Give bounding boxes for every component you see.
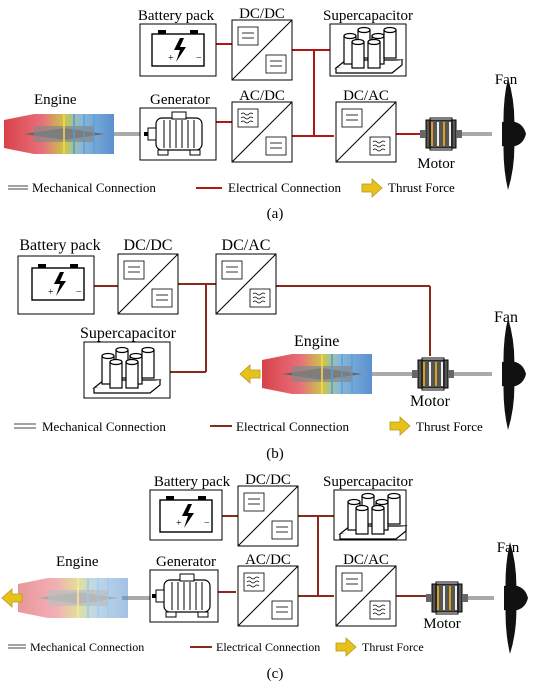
legend-electrical: Electrical Connection xyxy=(228,180,341,195)
acdc-converter xyxy=(231,101,293,163)
fan-label-b: Fan xyxy=(494,309,518,326)
legend-mechanical-c: Mechanical Connection xyxy=(30,640,144,654)
electrical-lines-a xyxy=(216,43,420,137)
engine-icon-c xyxy=(17,577,129,619)
dcac-converter-c xyxy=(335,565,397,627)
dcdc-label: DC/DC xyxy=(239,6,285,22)
motor-label-c: Motor xyxy=(423,616,461,632)
supercap-label: Supercapacitor xyxy=(323,8,413,24)
fan-icon xyxy=(502,78,526,190)
legend-c: Mechanical Connection Electrical Connect… xyxy=(8,637,424,657)
supercap-icon xyxy=(335,26,403,74)
fan-icon-c xyxy=(504,542,528,654)
dcac-converter xyxy=(335,101,397,163)
thrust-arrow-icon xyxy=(361,178,383,198)
legend-thrust-c: Thrust Force xyxy=(362,640,424,654)
thrust-arrow-b xyxy=(239,364,261,384)
legend-thrust: Thrust Force xyxy=(388,180,455,195)
dcac-converter-b xyxy=(215,253,277,315)
legend-mechanical-b: Mechanical Connection xyxy=(42,419,166,434)
fan-label: Fan xyxy=(495,72,518,88)
supercap-icon-c xyxy=(339,492,407,540)
legend-thrust-b: Thrust Force xyxy=(416,419,483,434)
motor-label: Motor xyxy=(417,156,455,172)
engine-label-b: Engine xyxy=(294,333,339,350)
motor-icon-b xyxy=(411,357,455,391)
battery-minus-c: − xyxy=(204,518,210,529)
battery-plus: + xyxy=(168,53,174,64)
thrust-arrow-icon-c xyxy=(335,637,357,657)
battery-label-b: Battery pack xyxy=(19,237,100,254)
legend-mechanical: Mechanical Connection xyxy=(32,180,156,195)
caption-b: (b) xyxy=(266,446,284,462)
dcdc-converter-b xyxy=(117,253,179,315)
acdc-label: AC/DC xyxy=(239,88,285,104)
fan-label-c: Fan xyxy=(497,540,520,556)
legend-electrical-c: Electrical Connection xyxy=(216,640,320,654)
supercap-label-c: Supercapacitor xyxy=(323,474,413,490)
engine-label-c: Engine xyxy=(56,554,99,570)
motor-label-b: Motor xyxy=(410,393,451,410)
dcac-label-b: DC/AC xyxy=(222,237,271,254)
engine-icon xyxy=(3,113,115,155)
caption-a: (a) xyxy=(267,206,284,222)
legend-a: Mechanical Connection Electrical Connect… xyxy=(8,178,455,198)
battery-plus-c: + xyxy=(176,518,182,529)
fan-icon-b xyxy=(502,318,526,430)
battery-plus-b: + xyxy=(48,287,54,298)
battery-minus-b: − xyxy=(76,287,82,298)
panel-a: Battery pack + − DC/DC Supercapacitor En… xyxy=(3,6,526,222)
motor-icon xyxy=(419,117,463,151)
dcac-label-c: DC/AC xyxy=(343,552,389,568)
battery-label: Battery pack xyxy=(138,8,215,24)
caption-c: (c) xyxy=(267,666,284,682)
acdc-label-c: AC/DC xyxy=(245,552,291,568)
dcdc-converter xyxy=(231,19,293,81)
battery-label-c: Battery pack xyxy=(154,474,231,490)
dcdc-converter-c xyxy=(237,485,299,547)
thrust-arrow-icon-b xyxy=(389,416,411,436)
engine-label: Engine xyxy=(34,92,77,108)
electrical-lines-b xyxy=(94,283,431,373)
dcdc-label-c: DC/DC xyxy=(245,472,291,488)
motor-icon-c xyxy=(425,581,469,615)
supercap-label-b: Supercapacitor xyxy=(80,325,177,342)
panel-b: Battery pack + − DC/DC DC/AC Supercapaci… xyxy=(14,237,526,462)
acdc-converter-c xyxy=(237,565,299,627)
generator-label-c: Generator xyxy=(156,554,216,570)
supercap-icon-b xyxy=(93,346,161,394)
battery-minus: − xyxy=(196,53,202,64)
dcdc-label-b: DC/DC xyxy=(124,237,173,254)
electrical-lines-c xyxy=(218,515,426,597)
panel-c: Battery pack + − DC/DC Supercapacitor En… xyxy=(1,472,528,682)
generator-label: Generator xyxy=(150,92,210,108)
legend-b: Mechanical Connection Electrical Connect… xyxy=(14,416,483,436)
dcac-label: DC/AC xyxy=(343,88,389,104)
legend-electrical-b: Electrical Connection xyxy=(236,419,349,434)
engine-icon-b xyxy=(261,353,373,395)
